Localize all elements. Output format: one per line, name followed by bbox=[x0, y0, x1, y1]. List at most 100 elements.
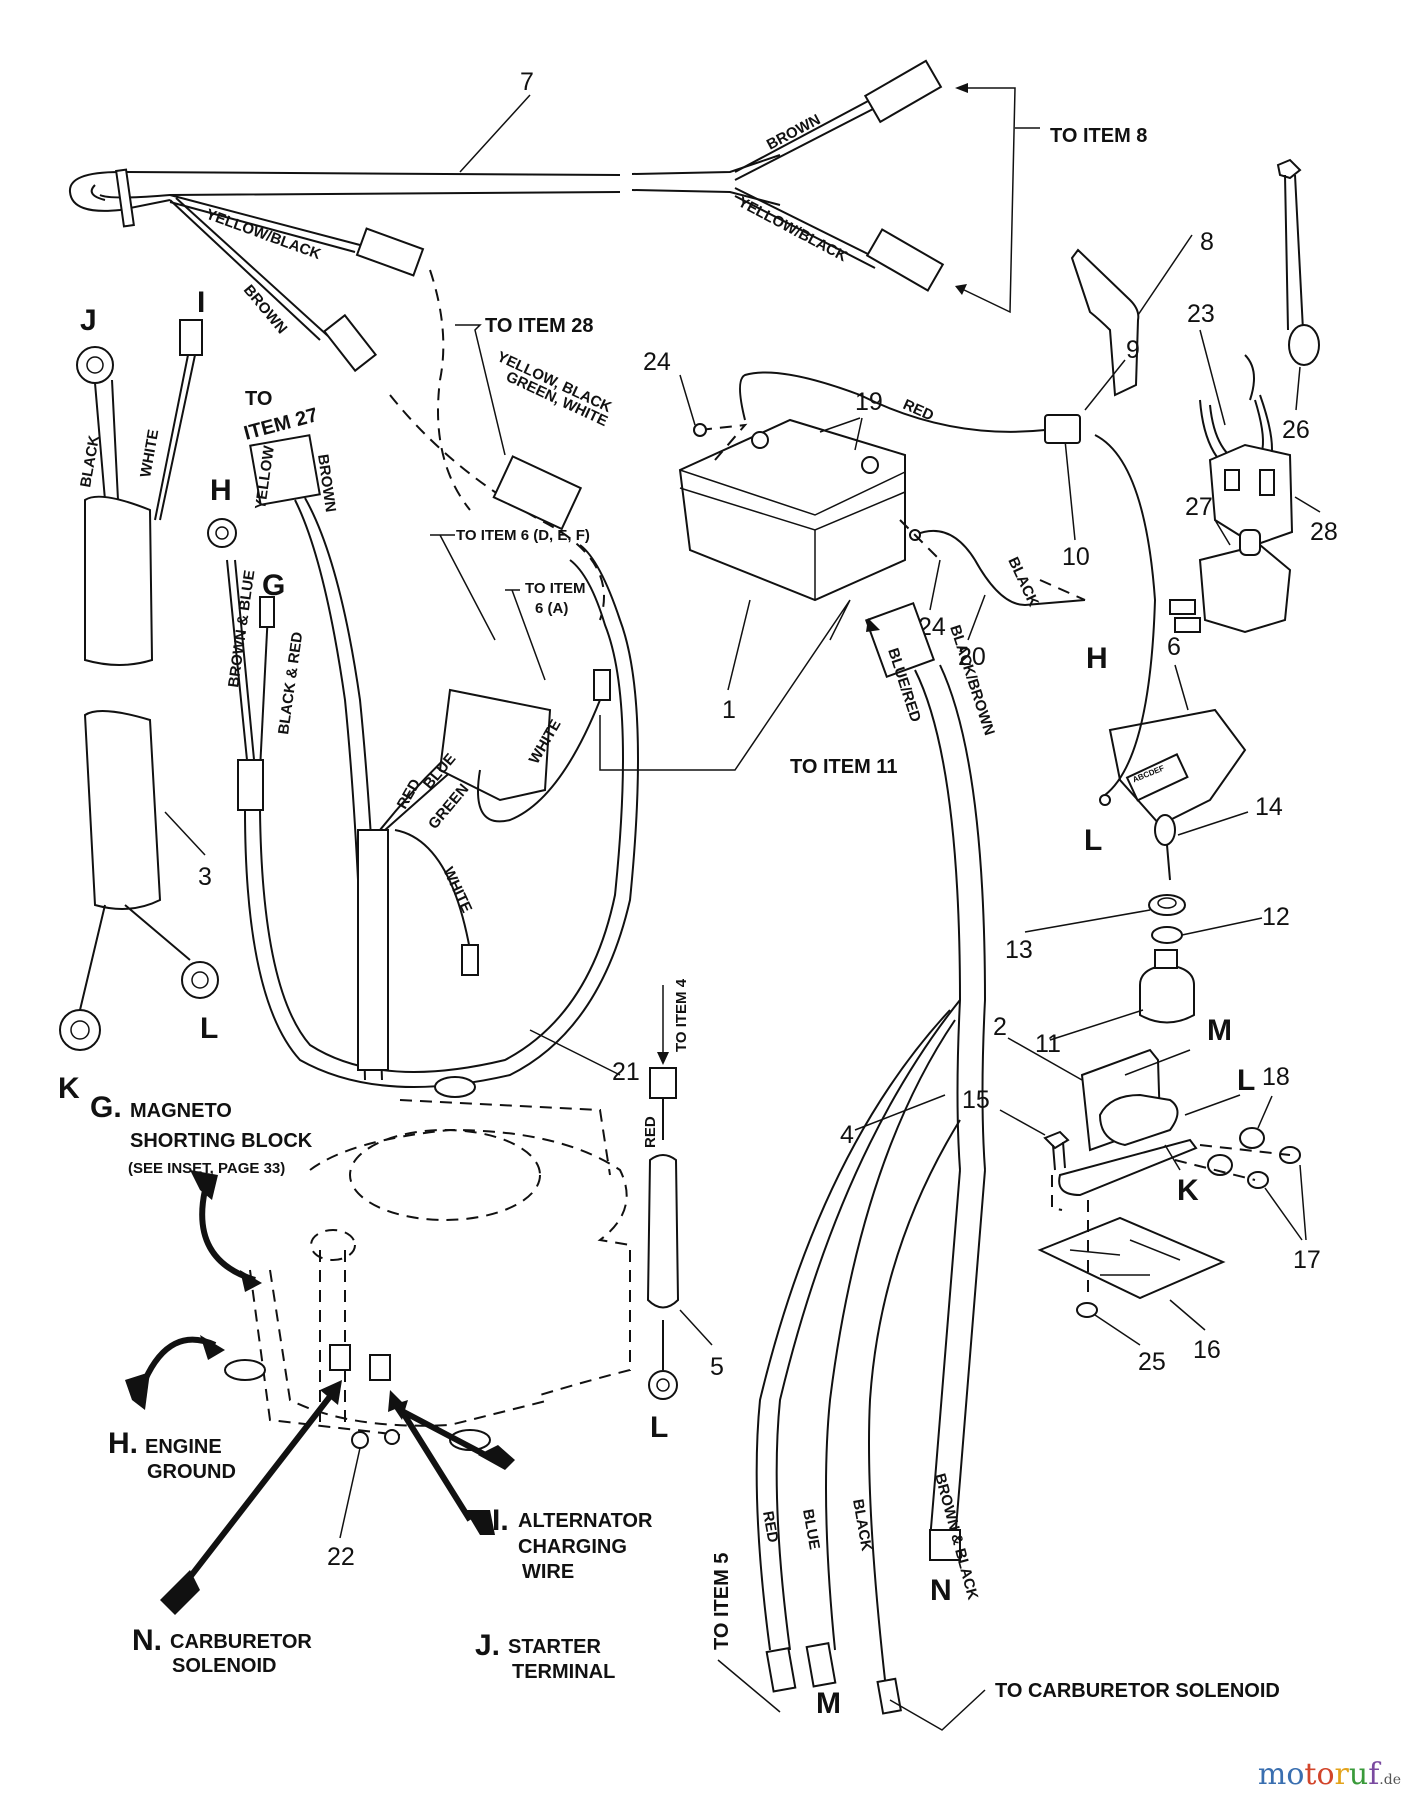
watermark-logo: motoruf.de bbox=[1258, 1757, 1401, 1792]
leader-to-item-6-a bbox=[505, 589, 546, 681]
wire-label-red-10: RED bbox=[900, 396, 936, 424]
terminal-letter-L-cable: L bbox=[200, 1012, 218, 1045]
item-number-20: 20 bbox=[958, 643, 986, 671]
item-number-27: 27 bbox=[1185, 493, 1213, 521]
part-21-main-harness bbox=[207, 434, 639, 1088]
part-17-nuts bbox=[1174, 1144, 1307, 1241]
item-number-12: 12 bbox=[1262, 903, 1290, 931]
part-2-starter-solenoid bbox=[1007, 1037, 1241, 1197]
watermark-part: u bbox=[1348, 1757, 1369, 1792]
callout-to-item-4: TO ITEM 4 bbox=[673, 978, 690, 1052]
callout-to-item-6-def: TO ITEM 6 (D, E, F) bbox=[456, 527, 590, 544]
part-20-black-cable bbox=[899, 519, 1086, 641]
item-number-7: 7 bbox=[520, 68, 534, 96]
engine-point-letter-N: N. bbox=[132, 1624, 162, 1657]
wire-label-black-red: BLACK & RED bbox=[275, 631, 306, 736]
leader-to-carb-solenoid bbox=[889, 1689, 986, 1731]
item-number-22: 22 bbox=[327, 1543, 355, 1571]
leader-to-item-5 bbox=[717, 1659, 781, 1713]
item-number-13: 13 bbox=[1005, 936, 1033, 964]
wire-label-black-brown: BLACK/BROWN bbox=[946, 623, 998, 738]
item-number-10: 10 bbox=[1062, 543, 1090, 571]
part-18-washers bbox=[1207, 1095, 1273, 1176]
terminal-letter-L-fuse: L bbox=[1084, 824, 1102, 857]
part-26-pin bbox=[1276, 158, 1320, 411]
part-12-lockwasher bbox=[1151, 917, 1263, 944]
wire-label-brown: BROWN bbox=[764, 111, 823, 153]
engine-point-J-line1: STARTER bbox=[508, 1636, 602, 1658]
callout-to-item-11: TO ITEM 11 bbox=[790, 756, 897, 778]
item-number-5: 5 bbox=[710, 1353, 724, 1381]
watermark-suffix: .de bbox=[1379, 1772, 1401, 1788]
engine-point-H-line2: GROUND bbox=[147, 1461, 236, 1483]
engine-point-letter-G: G. bbox=[90, 1091, 122, 1124]
item-number-15: 15 bbox=[962, 1086, 990, 1114]
callout-to-item-6-a-line1: TO ITEM bbox=[525, 580, 586, 597]
part-16-decal bbox=[1037, 1200, 1226, 1331]
callout-to-item-27-line1: TO bbox=[245, 388, 272, 410]
terminal-letter-J: J bbox=[80, 304, 97, 337]
engine-point-I-line3: WIRE bbox=[522, 1561, 574, 1583]
engine-callout-arrows bbox=[125, 1170, 515, 1615]
wire-label-white-3: WHITE bbox=[137, 428, 162, 479]
wire-label-red-4: RED bbox=[759, 1510, 781, 1544]
item-number-3: 3 bbox=[198, 863, 212, 891]
engine-point-G-line2: SHORTING BLOCK bbox=[130, 1130, 313, 1152]
engine-point-J-line2: TERMINAL bbox=[512, 1661, 615, 1683]
engine-point-letter-J: J. bbox=[475, 1629, 500, 1662]
engine-point-letter-I: I. bbox=[492, 1504, 509, 1537]
engine-point-N-line2: SOLENOID bbox=[172, 1655, 276, 1677]
part-5-fuse-connector bbox=[646, 985, 713, 1400]
callout-to-item-8: TO ITEM 8 bbox=[1050, 125, 1147, 147]
part-10-red-cable bbox=[693, 371, 1076, 541]
item-number-14: 14 bbox=[1255, 793, 1283, 821]
item-number-24-top: 24 bbox=[643, 348, 671, 376]
terminal-letter-L-fuse-5: L bbox=[650, 1411, 668, 1444]
watermark-part: f bbox=[1368, 1757, 1380, 1792]
part-6-connector: ABCDEF bbox=[1108, 664, 1247, 827]
item-number-17: 17 bbox=[1293, 1246, 1321, 1274]
engine-point-letter-H: H. bbox=[108, 1427, 138, 1460]
terminal-letter-N: N bbox=[930, 1574, 952, 1607]
part-8-bracket bbox=[1070, 234, 1193, 397]
callout-to-item-6-a-line2: 6 (A) bbox=[535, 600, 568, 617]
engine-point-N-line1: CARBURETOR bbox=[170, 1631, 312, 1653]
part-15-bolt bbox=[999, 1109, 1070, 1211]
part-27-safety-switch bbox=[1169, 519, 1292, 634]
wire-label-yellow-black-left: YELLOW/BLACK bbox=[204, 206, 324, 263]
leader-to-item-6-def bbox=[430, 534, 496, 641]
item-number-18: 18 bbox=[1262, 1063, 1290, 1091]
wire-label-white-6b: WHITE bbox=[439, 865, 475, 916]
item-number-9: 9 bbox=[1126, 336, 1140, 364]
item-number-16: 16 bbox=[1193, 1336, 1221, 1364]
terminal-letter-K-solenoid: K bbox=[1177, 1174, 1199, 1207]
item-number-8: 8 bbox=[1200, 228, 1214, 256]
part-13-nut bbox=[1024, 894, 1186, 933]
engine-illustration bbox=[224, 1076, 631, 1539]
engine-point-I-line1: ALTERNATOR bbox=[518, 1510, 653, 1532]
terminal-letter-M-solenoid: M bbox=[1207, 1014, 1232, 1047]
engine-point-G-note: (SEE INSET, PAGE 33) bbox=[128, 1160, 285, 1177]
terminal-letter-K-cable: K bbox=[58, 1072, 80, 1105]
terminal-letter-G: G bbox=[262, 569, 285, 602]
part-1-battery bbox=[678, 418, 906, 691]
leader-to-item-28 bbox=[455, 324, 506, 456]
part-11-ignition-switch bbox=[1049, 949, 1195, 1041]
item-number-25: 25 bbox=[1138, 1348, 1166, 1376]
item-number-2: 2 bbox=[993, 1013, 1007, 1041]
part-28-relay bbox=[1208, 443, 1321, 547]
item-number-6: 6 bbox=[1167, 633, 1181, 661]
terminal-letter-H-harness: H bbox=[210, 474, 232, 507]
engine-point-G-line1: MAGNETO bbox=[130, 1100, 232, 1122]
item-number-21: 21 bbox=[612, 1058, 640, 1086]
item-number-23: 23 bbox=[1187, 300, 1215, 328]
item-number-1: 1 bbox=[722, 696, 736, 724]
part-14-key bbox=[1154, 811, 1249, 881]
terminal-letter-M-harness: M bbox=[816, 1687, 841, 1720]
engine-point-I-line2: CHARGING bbox=[518, 1536, 627, 1558]
part-3-battery-cable bbox=[59, 319, 219, 1051]
leader-24-top bbox=[679, 374, 696, 426]
item-number-4: 4 bbox=[840, 1121, 854, 1149]
